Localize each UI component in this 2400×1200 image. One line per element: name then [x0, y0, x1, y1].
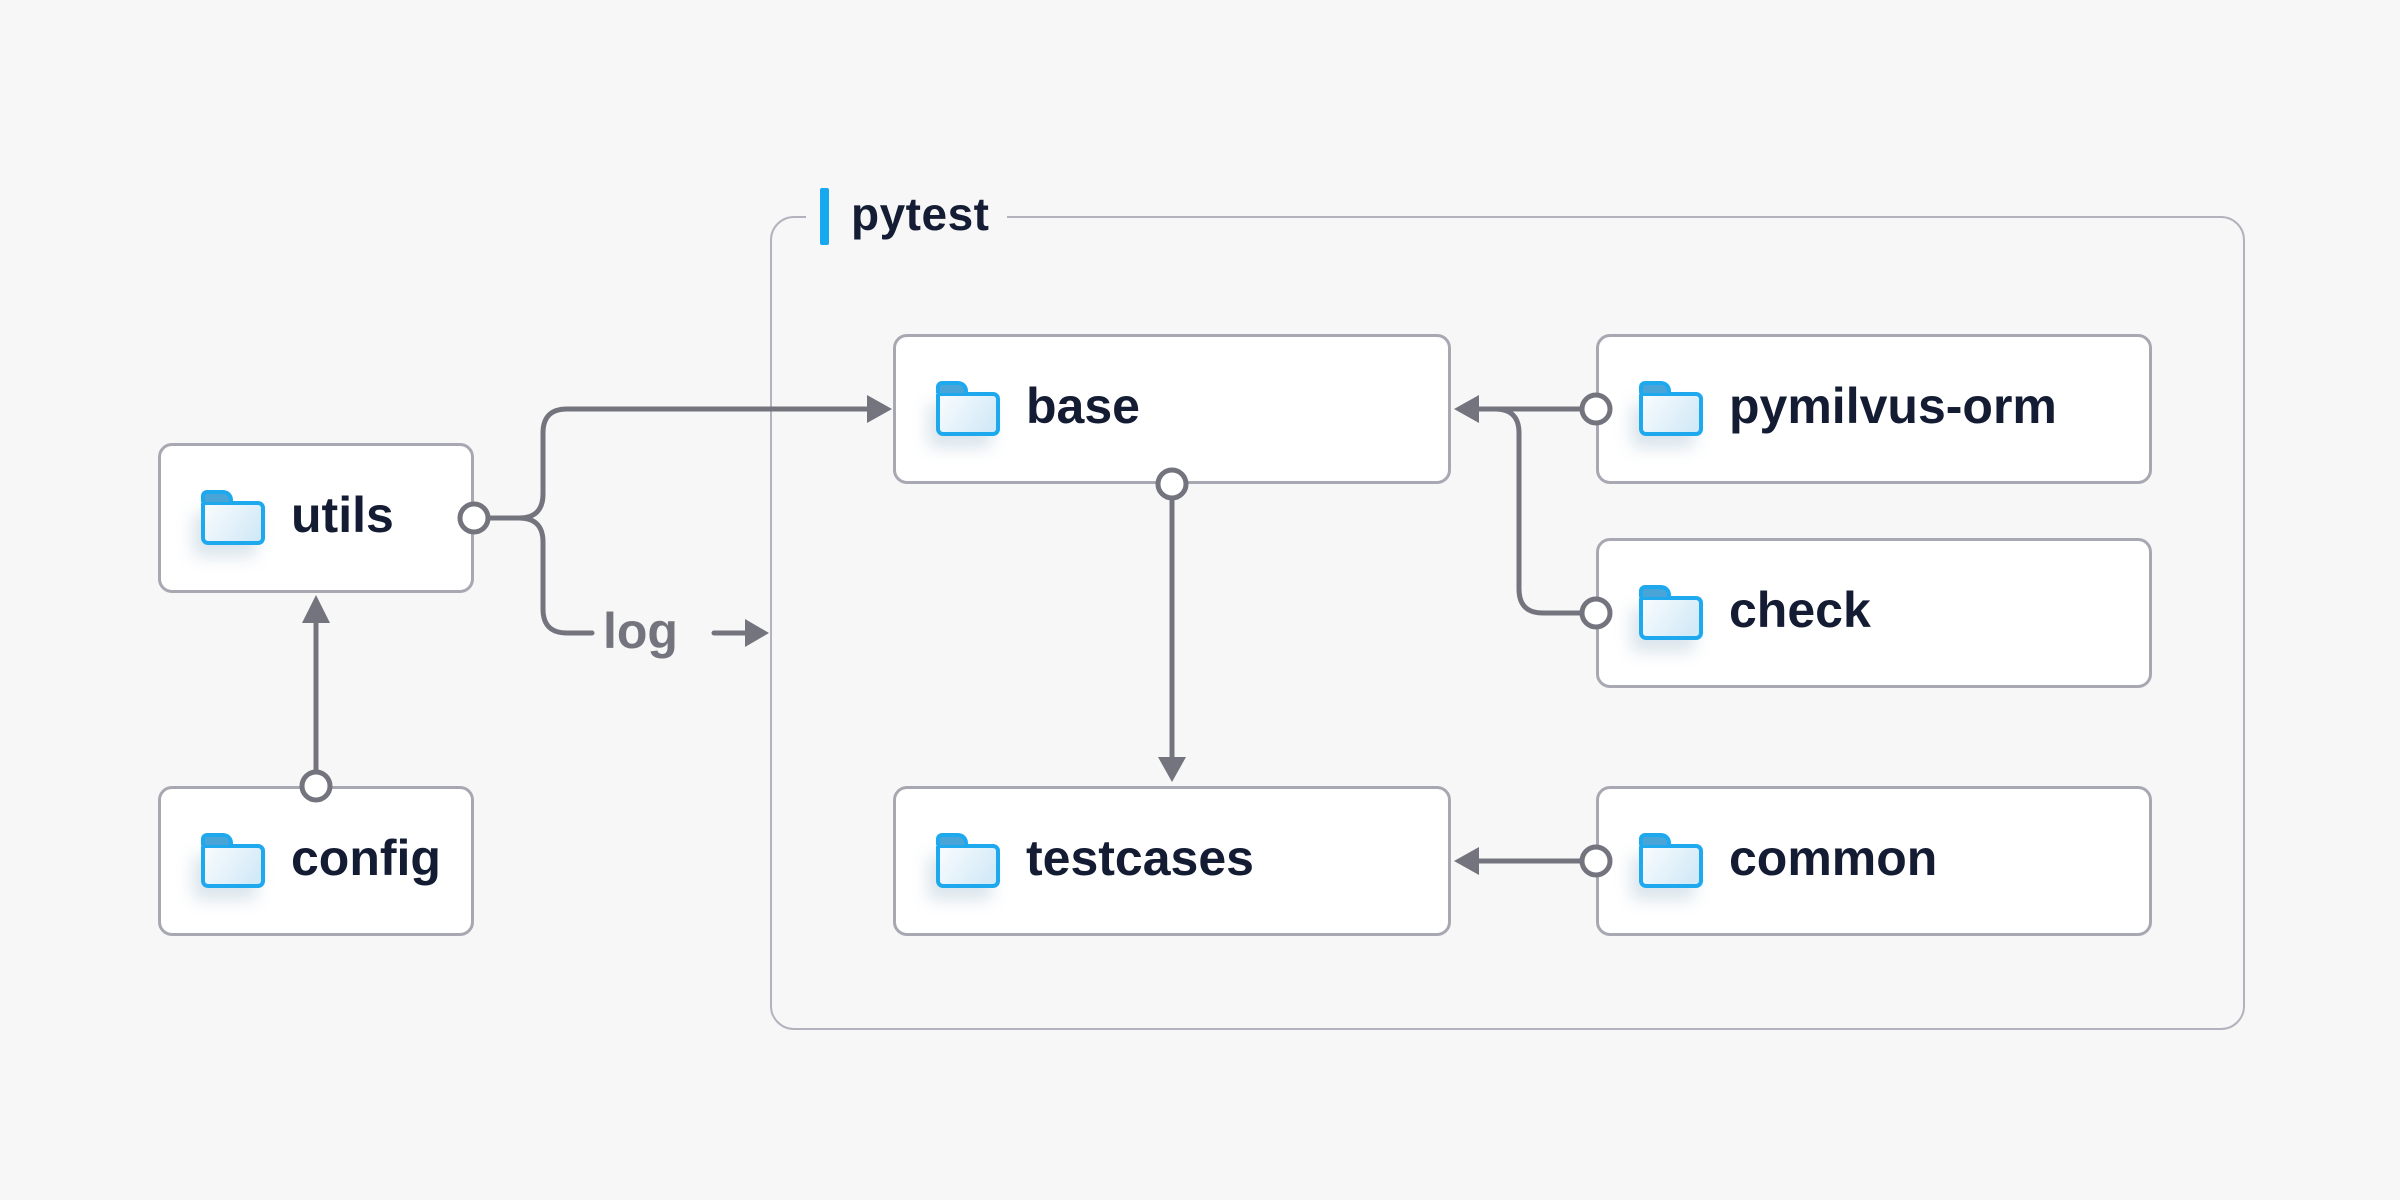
node-pymilvus-orm-label: pymilvus-orm [1729, 378, 2057, 434]
folder-icon [1639, 381, 1703, 436]
edge-config-utils [299, 595, 333, 803]
node-utils: utils [158, 443, 474, 593]
node-check-label: check [1729, 582, 1871, 638]
folder-icon [1639, 585, 1703, 640]
node-pymilvus-orm: pymilvus-orm [1596, 334, 2152, 484]
node-testcases-label: testcases [1026, 830, 1254, 886]
node-testcases: testcases [893, 786, 1451, 936]
folder-icon [936, 381, 1000, 436]
node-config-label: config [291, 830, 441, 886]
folder-icon [201, 490, 265, 545]
node-utils-label: utils [291, 487, 394, 543]
node-check: check [1596, 538, 2152, 688]
accent-bar-icon [820, 187, 829, 245]
arrowhead-up-icon [302, 595, 330, 623]
node-base-label: base [1026, 378, 1140, 434]
group-pytest [770, 216, 2245, 1030]
node-common: common [1596, 786, 2152, 936]
folder-icon [1639, 833, 1703, 888]
node-base: base [893, 334, 1451, 484]
node-config: config [158, 786, 474, 936]
folder-icon [201, 833, 265, 888]
edge-label-log: log [603, 603, 678, 659]
group-label-text: pytest [851, 188, 990, 240]
folder-icon [936, 833, 1000, 888]
node-common-label: common [1729, 830, 1938, 886]
group-pytest-label: pytest [806, 185, 1008, 247]
arrowhead-right-icon [745, 619, 769, 647]
edge-line [485, 515, 595, 636]
